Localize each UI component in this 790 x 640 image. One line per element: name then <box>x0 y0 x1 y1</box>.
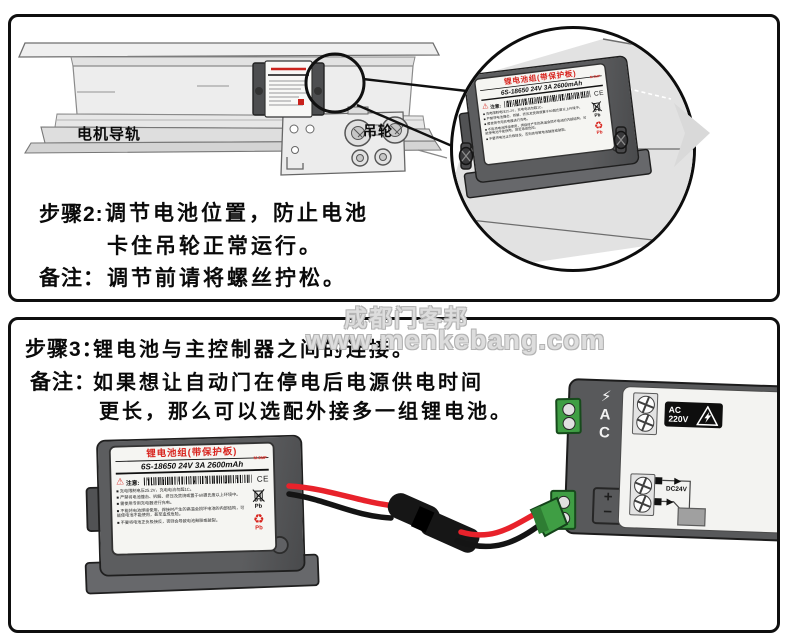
callout-line-top <box>362 77 468 93</box>
magnifier-circle: 锂电池组(带保护板) M-3MP 6S-18650 24V 3A 2600mAh… <box>450 26 696 272</box>
black-wire <box>454 521 544 550</box>
magnified-battery: 锂电池组(带保护板) M-3MP 6S-18650 24V 3A 2600mAh… <box>458 54 653 200</box>
controller-panel: AC 220V <box>617 385 777 534</box>
rail-label: 电机导轨 <box>77 126 142 143</box>
wheel-label: 吊轮 <box>363 123 393 139</box>
high-voltage-icon <box>696 405 719 426</box>
dc-wiring-diagram <box>654 477 706 527</box>
step2-note: 调节前请将螺丝拧松。 <box>107 267 347 290</box>
adjustment-screws <box>458 126 629 170</box>
battery-label: 锂电池组(带保护板) M-3MP 6S-18650 24V 3A 2600mAh… <box>108 441 278 556</box>
callout-line-bottom <box>356 103 460 151</box>
battery-wiring <box>286 483 569 553</box>
rail-battery-thumbnail <box>252 60 325 118</box>
red-wire <box>286 483 398 509</box>
lithium-battery: 锂电池组(带保护板) M-3MP 6S-18650 24V 3A 2600mAh… <box>84 434 320 598</box>
motor-rail-drawing <box>18 42 468 176</box>
step3-note2: 更长，那么可以选配外接多一组锂电池。 <box>99 401 513 423</box>
rail-arrow-chevron <box>674 101 720 169</box>
step2-line1: 调节电池位置，防止电池 <box>105 202 369 225</box>
step3-line1: 锂电池与主控制器之间的连接。 <box>93 339 415 361</box>
ac-220v-badge: AC 220V <box>664 401 723 429</box>
step2-label: 步骤2: <box>39 203 104 226</box>
red-wire <box>458 509 542 538</box>
battery-label: 锂电池组(带保护板) M-3MP 6S-18650 24V 3A 2600mAh… <box>473 62 616 166</box>
crossed-bin-icon <box>251 489 265 503</box>
hanging-wheel-assembly <box>280 106 409 176</box>
step3-panel: 步骤3： 锂电池与主控制器之间的连接。 备注： 如果想让自动门在停电后电源供电时… <box>8 317 780 633</box>
step2-note-label: 备注： <box>39 267 105 290</box>
black-wire <box>286 491 394 521</box>
magnifier-source-circle <box>304 52 366 114</box>
step3-note-label: 备注： <box>30 371 96 394</box>
crossed-bin-icon <box>591 101 602 113</box>
green-plug <box>529 496 569 538</box>
step3-label: 步骤3： <box>25 338 104 361</box>
step2-line2: 卡住吊轮正常运行。 <box>107 235 323 258</box>
step3-note1: 如果想让自动门在停电后电源供电时间 <box>93 372 484 394</box>
step2-panel: 电机导轨 吊轮 锂电池组(带保护板) M-3MP 6S <box>8 14 780 302</box>
main-controller: ⚡AC + − AC 220V <box>550 378 777 542</box>
